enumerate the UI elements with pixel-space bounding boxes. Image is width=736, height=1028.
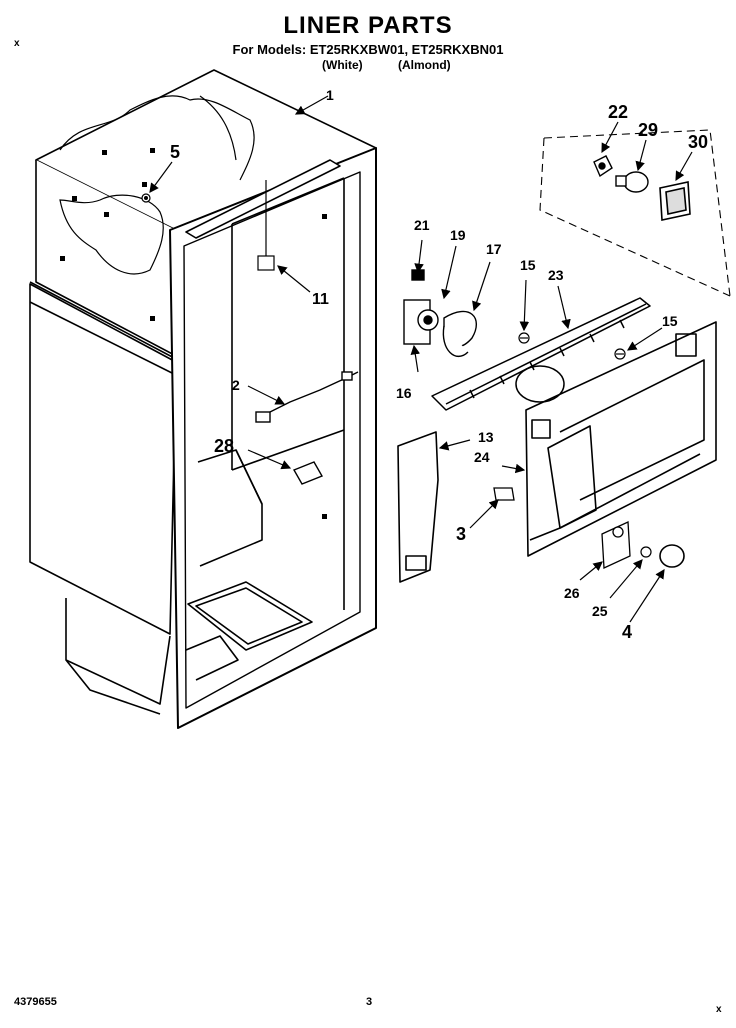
callout-15b: 15 — [662, 313, 678, 329]
callout-labels: 1 5 11 2 28 13 24 3 16 17 19 21 15 23 15… — [170, 87, 708, 642]
part-4-knob — [659, 544, 685, 568]
part-22-socket — [593, 155, 613, 178]
callout-4: 4 — [622, 622, 632, 642]
callout-28: 28 — [214, 436, 234, 456]
part-25-screw — [640, 546, 652, 558]
light-inset-outline — [539, 129, 731, 297]
callout-17: 17 — [486, 241, 502, 257]
models-line: For Models: ET25RKXBW01, ET25RKXBN01 — [232, 42, 504, 57]
cabinet-holes — [60, 148, 327, 519]
part-3-clip — [493, 487, 515, 501]
callout-15a: 15 — [520, 257, 536, 273]
callout-11: 11 — [312, 291, 329, 308]
variant-white: (White) — [322, 58, 363, 72]
part-28-connector — [292, 461, 324, 485]
page-number: 3 — [366, 996, 373, 1008]
document-number: 4379655 — [14, 996, 57, 1008]
foam-insulation-outline — [59, 95, 255, 275]
corner-mark-top-left: x — [14, 38, 20, 49]
part-11-light-socket — [257, 180, 275, 271]
variant-almond: (Almond) — [398, 58, 451, 72]
callout-21: 21 — [414, 217, 430, 233]
part-15-screw-left — [518, 332, 530, 344]
callout-30: 30 — [688, 132, 708, 152]
part-29-bulb — [615, 171, 649, 193]
model-variants: (White) (Almond) — [322, 58, 483, 72]
part-26-bracket — [601, 521, 631, 569]
callout-3: 3 — [456, 524, 466, 544]
part-24-evaporator-cover — [525, 321, 717, 557]
page-title: LINER PARTS — [283, 12, 453, 39]
callout-16: 16 — [396, 385, 412, 401]
callout-19: 19 — [450, 227, 466, 243]
corner-mark-bottom-right: x — [716, 1004, 722, 1015]
part-30-lamp-shield — [659, 181, 691, 221]
callout-2: 2 — [232, 377, 240, 393]
callout-24: 24 — [474, 449, 490, 465]
part-23-air-duct — [431, 297, 651, 411]
callout-29: 29 — [638, 120, 658, 140]
callout-13: 13 — [478, 429, 494, 445]
callout-22: 22 — [608, 102, 628, 122]
part-5-fastener — [141, 193, 151, 203]
liner-cabinet — [29, 69, 377, 729]
callout-26: 26 — [564, 585, 580, 601]
part-13-cover-panel — [397, 431, 439, 583]
callout-5: 5 — [170, 142, 180, 162]
part-2-wiring-harness — [255, 371, 359, 423]
part-15-screw-right — [614, 348, 626, 360]
leader-arrows — [149, 95, 693, 623]
callout-23: 23 — [548, 267, 564, 283]
callout-1: 1 — [326, 87, 334, 103]
callout-25: 25 — [592, 603, 608, 619]
fan-motor-assembly — [403, 269, 477, 358]
